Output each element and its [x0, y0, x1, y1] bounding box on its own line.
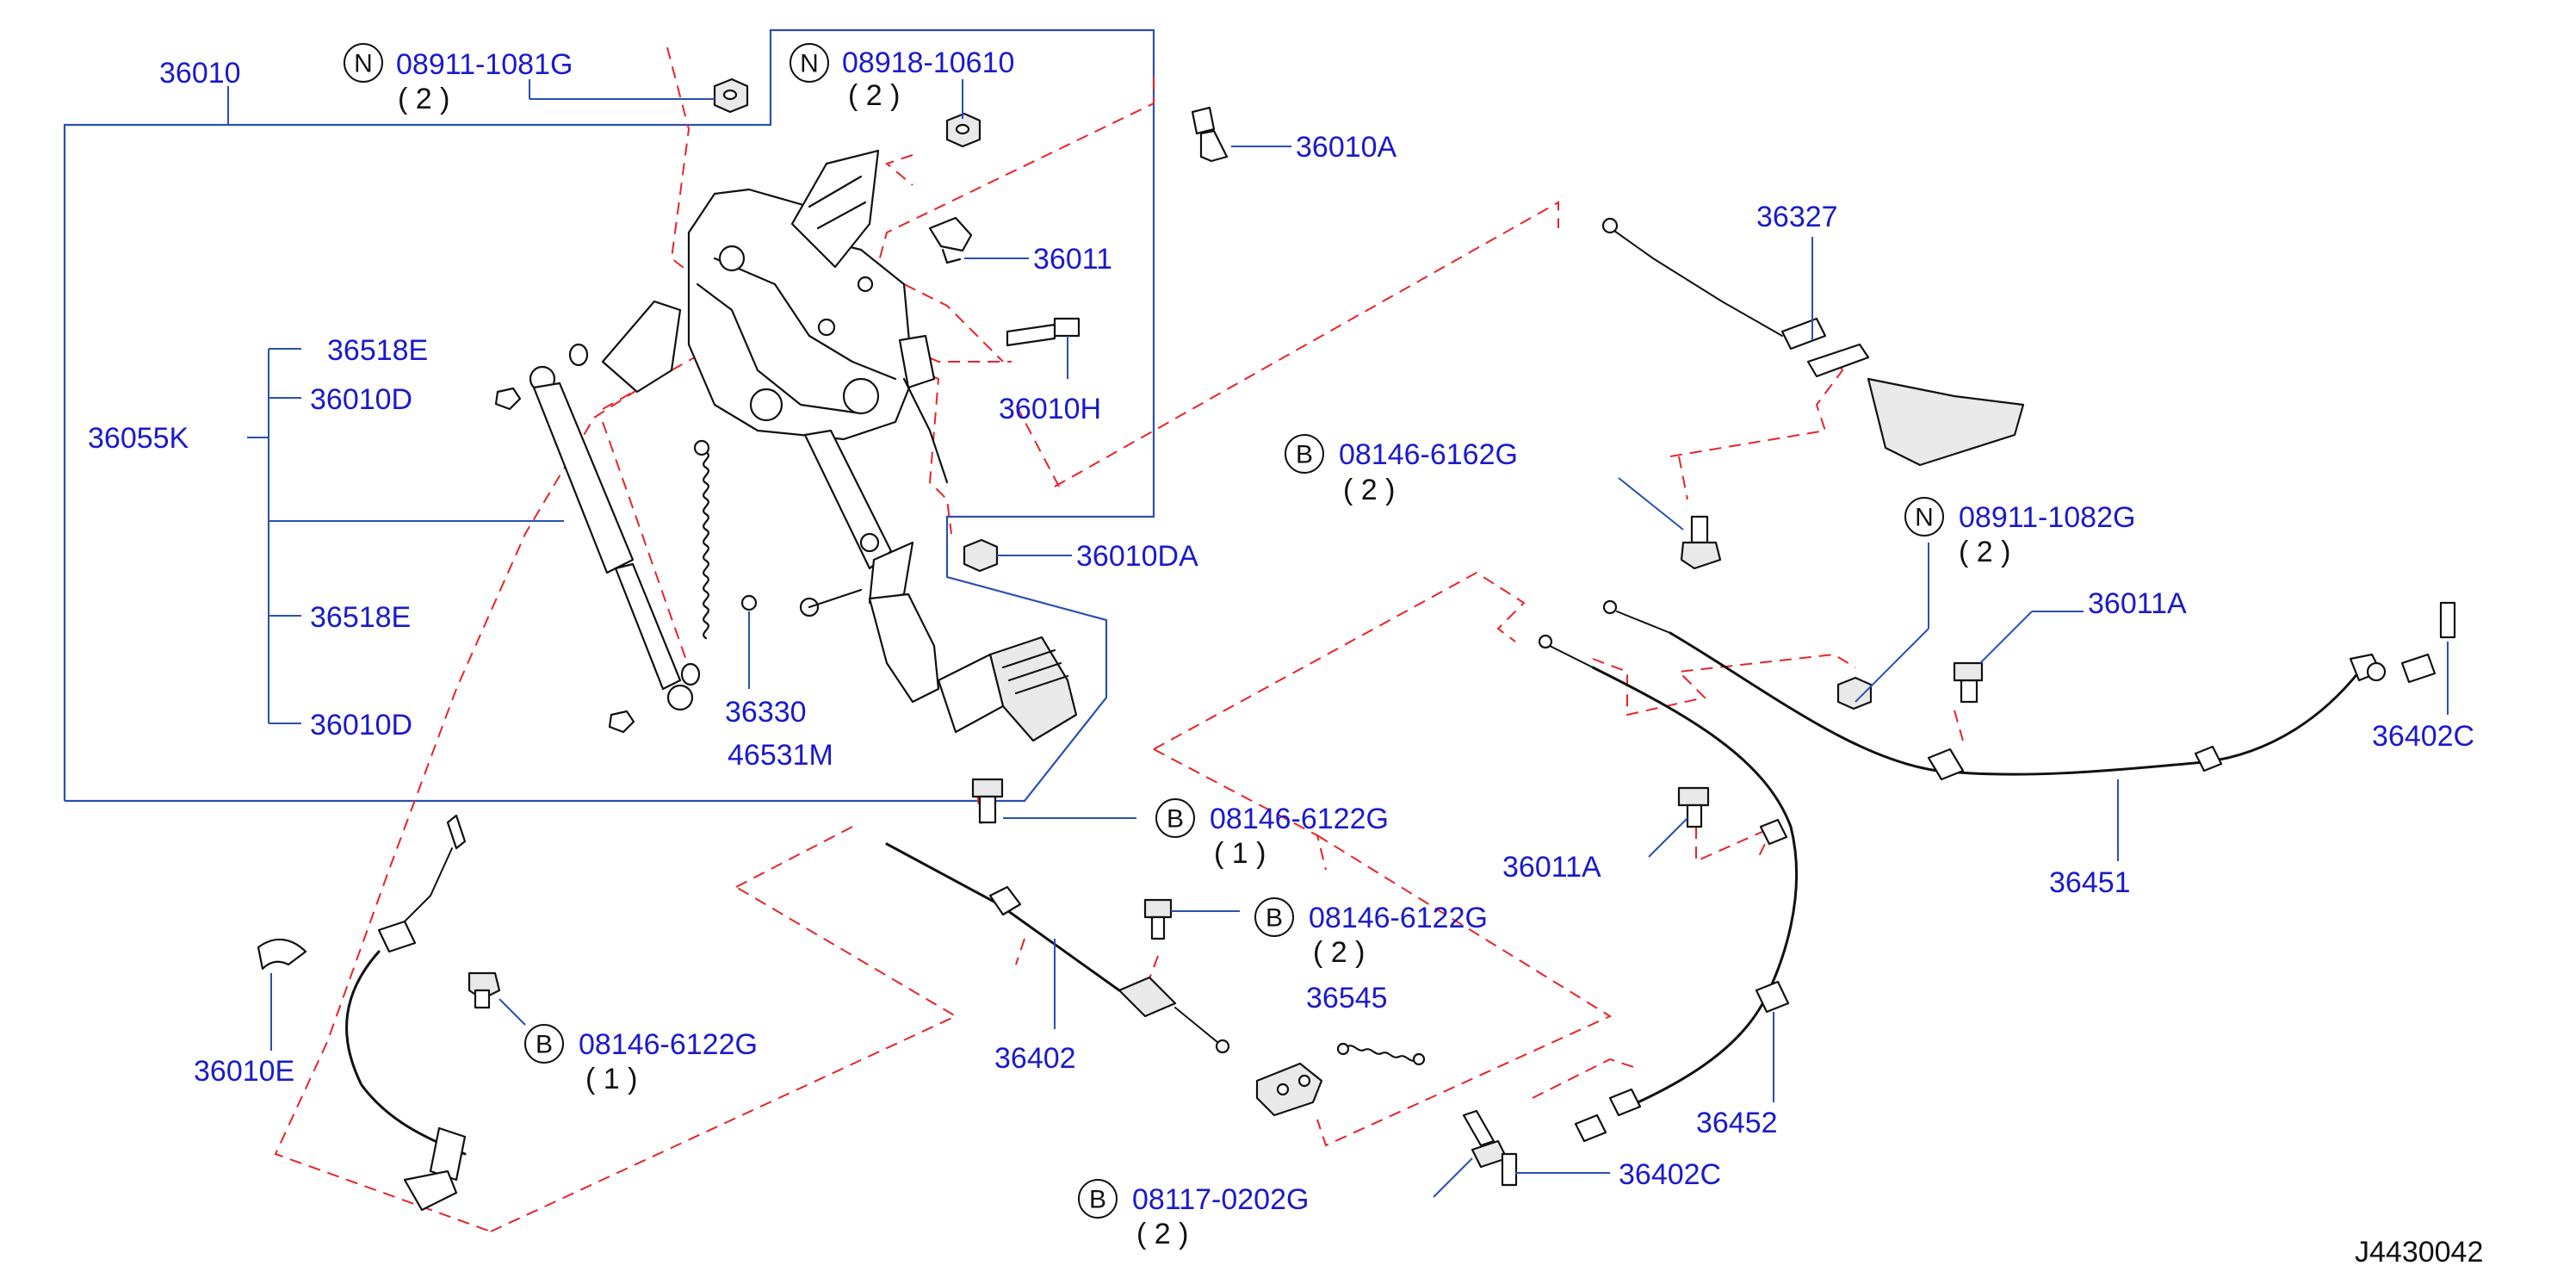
lower-left-cable: [345, 814, 467, 1212]
pedal-bracket: [601, 149, 949, 704]
bolt-36011A-mid: [1648, 786, 1710, 858]
callout-letter: B: [1296, 441, 1313, 469]
callout-08146-6122G-c: B 08146-6122G ( 1 ): [524, 1024, 758, 1095]
bolt-36010A: [1191, 106, 1291, 163]
callout-part: 08911-1081G: [396, 48, 573, 81]
clip-36011: [928, 216, 1029, 264]
label-36518E-bottom: 36518E: [310, 601, 411, 634]
callout-letter: N: [800, 50, 819, 78]
label-36011A-top: 36011A: [2088, 587, 2187, 620]
label-36330: 36330: [725, 696, 807, 729]
bolt-36011A-top: [1953, 611, 2084, 704]
callout-part: 08146-6122G: [579, 1028, 758, 1061]
nut-08911-1082G: [1836, 543, 1929, 710]
label-36451: 36451: [2049, 866, 2131, 899]
gas-strut-36055K: [529, 365, 694, 711]
label-36010A: 36010A: [1296, 131, 1397, 164]
pedal-pad-46531M: [937, 636, 1078, 742]
callout-qty: ( 2 ): [1343, 474, 1395, 506]
callout-qty: ( 2 ): [1136, 1218, 1188, 1250]
diagram-reference-id: J4430042: [2355, 1236, 2483, 1269]
label-36518E-top: 36518E: [327, 334, 428, 367]
callout-08146-6122G-a: B 08146-6122G ( 1 ): [1155, 798, 1389, 870]
callout-part: 08918-10610: [842, 47, 1014, 79]
bolt-08146-6122G-b: [1143, 898, 1240, 940]
callout-letter: B: [1089, 1186, 1106, 1214]
bolt-08146-6122G-a: [971, 778, 1136, 824]
callout-part: 08146-6122G: [1309, 902, 1488, 934]
label-46531M: 46531M: [728, 739, 833, 772]
pin-36402C-bottom: [1501, 1152, 1610, 1187]
label-36011: 36011: [1033, 243, 1112, 276]
callout-badge: [1285, 434, 1324, 474]
label-36011A-mid: 36011A: [1502, 851, 1601, 884]
label-36327: 36327: [1756, 201, 1838, 233]
label-36010E: 36010E: [194, 1055, 294, 1088]
callout-letter: B: [1167, 805, 1184, 834]
callout-badge: [524, 1024, 564, 1064]
callout-part: 08911-1082G: [1959, 501, 2135, 534]
label-36402: 36402: [994, 1042, 1076, 1075]
callout-08146-6122G-b: B 08146-6122G ( 2 ): [1254, 897, 1488, 969]
callout-08146-6162G: B 08146-6162G ( 2 ): [1285, 434, 1518, 506]
label-36055K: 36055K: [88, 422, 189, 455]
washers-and-clips: [494, 343, 701, 734]
bolt-08146-6162G: [1618, 477, 1722, 570]
callout-part: 08146-6162G: [1339, 438, 1518, 471]
callout-badge: [790, 43, 829, 83]
label-36452: 36452: [1696, 1107, 1778, 1139]
callout-qty: ( 1 ): [1214, 837, 1266, 870]
rear-cable-36451: [1602, 599, 2437, 861]
callout-badge: [1254, 897, 1294, 937]
spring-36545: [1336, 1042, 1426, 1066]
bolt-36010H: [1006, 317, 1081, 379]
callout-letter: N: [1915, 504, 1934, 532]
label-36402C-bottom: 36402C: [1619, 1158, 1721, 1191]
callout-qty: ( 2 ): [398, 83, 449, 115]
bolt-08117-0202G: [1433, 1109, 1508, 1198]
front-cable-36402: [885, 842, 1323, 1117]
label-36010D-bottom: 36010D: [310, 709, 412, 741]
callout-qty: ( 2 ): [1959, 536, 2010, 568]
callout-badge: [344, 43, 383, 83]
callout-letter: N: [354, 50, 373, 78]
callout-08918-10610: N 08918-10610 ( 2 ): [790, 43, 1014, 119]
part-labels: 36010 36010A 36011 36010H 36518E 36010D …: [88, 57, 2474, 1191]
callout-badge: [1904, 497, 1944, 537]
clip-36010E: [257, 938, 307, 1051]
release-cable-36327: [1601, 217, 2025, 467]
callout-qty: ( 2 ): [1313, 936, 1365, 969]
rear-cable-36452: [1538, 634, 1798, 1143]
label-36402C-right: 36402C: [2372, 720, 2474, 753]
callout-qty: ( 1 ): [585, 1063, 637, 1095]
label-36010: 36010: [159, 57, 241, 90]
label-36010H: 36010H: [999, 393, 1101, 425]
callout-part: 08117-0202G: [1132, 1183, 1309, 1216]
label-36010DA: 36010DA: [1076, 540, 1198, 573]
nut-36010DA: [963, 538, 1072, 573]
return-spring-36330: [693, 439, 758, 689]
nuts-top: [713, 78, 981, 148]
callout-letter: B: [536, 1031, 553, 1059]
callout-badge: [1155, 798, 1195, 838]
callout-08117-0202G: B 08117-0202G ( 2 ): [1078, 1179, 1309, 1250]
callout-qty: ( 2 ): [848, 79, 900, 112]
callout-badge: [1078, 1179, 1118, 1219]
label-36010D-top: 36010D: [310, 383, 412, 416]
callout-08911-1082G: N 08911-1082G ( 2 ): [1904, 497, 2135, 568]
pin-36402C-right: [2439, 601, 2456, 715]
assembly-frame-36010: [63, 28, 1155, 803]
label-36545: 36545: [1306, 982, 1388, 1014]
callout-part: 08146-6122G: [1210, 803, 1389, 835]
callout-08911-1081G: N 08911-1081G ( 2 ): [344, 43, 715, 115]
bolt-08146-6122G-c: [468, 971, 526, 1026]
callout-letter: B: [1266, 904, 1283, 933]
